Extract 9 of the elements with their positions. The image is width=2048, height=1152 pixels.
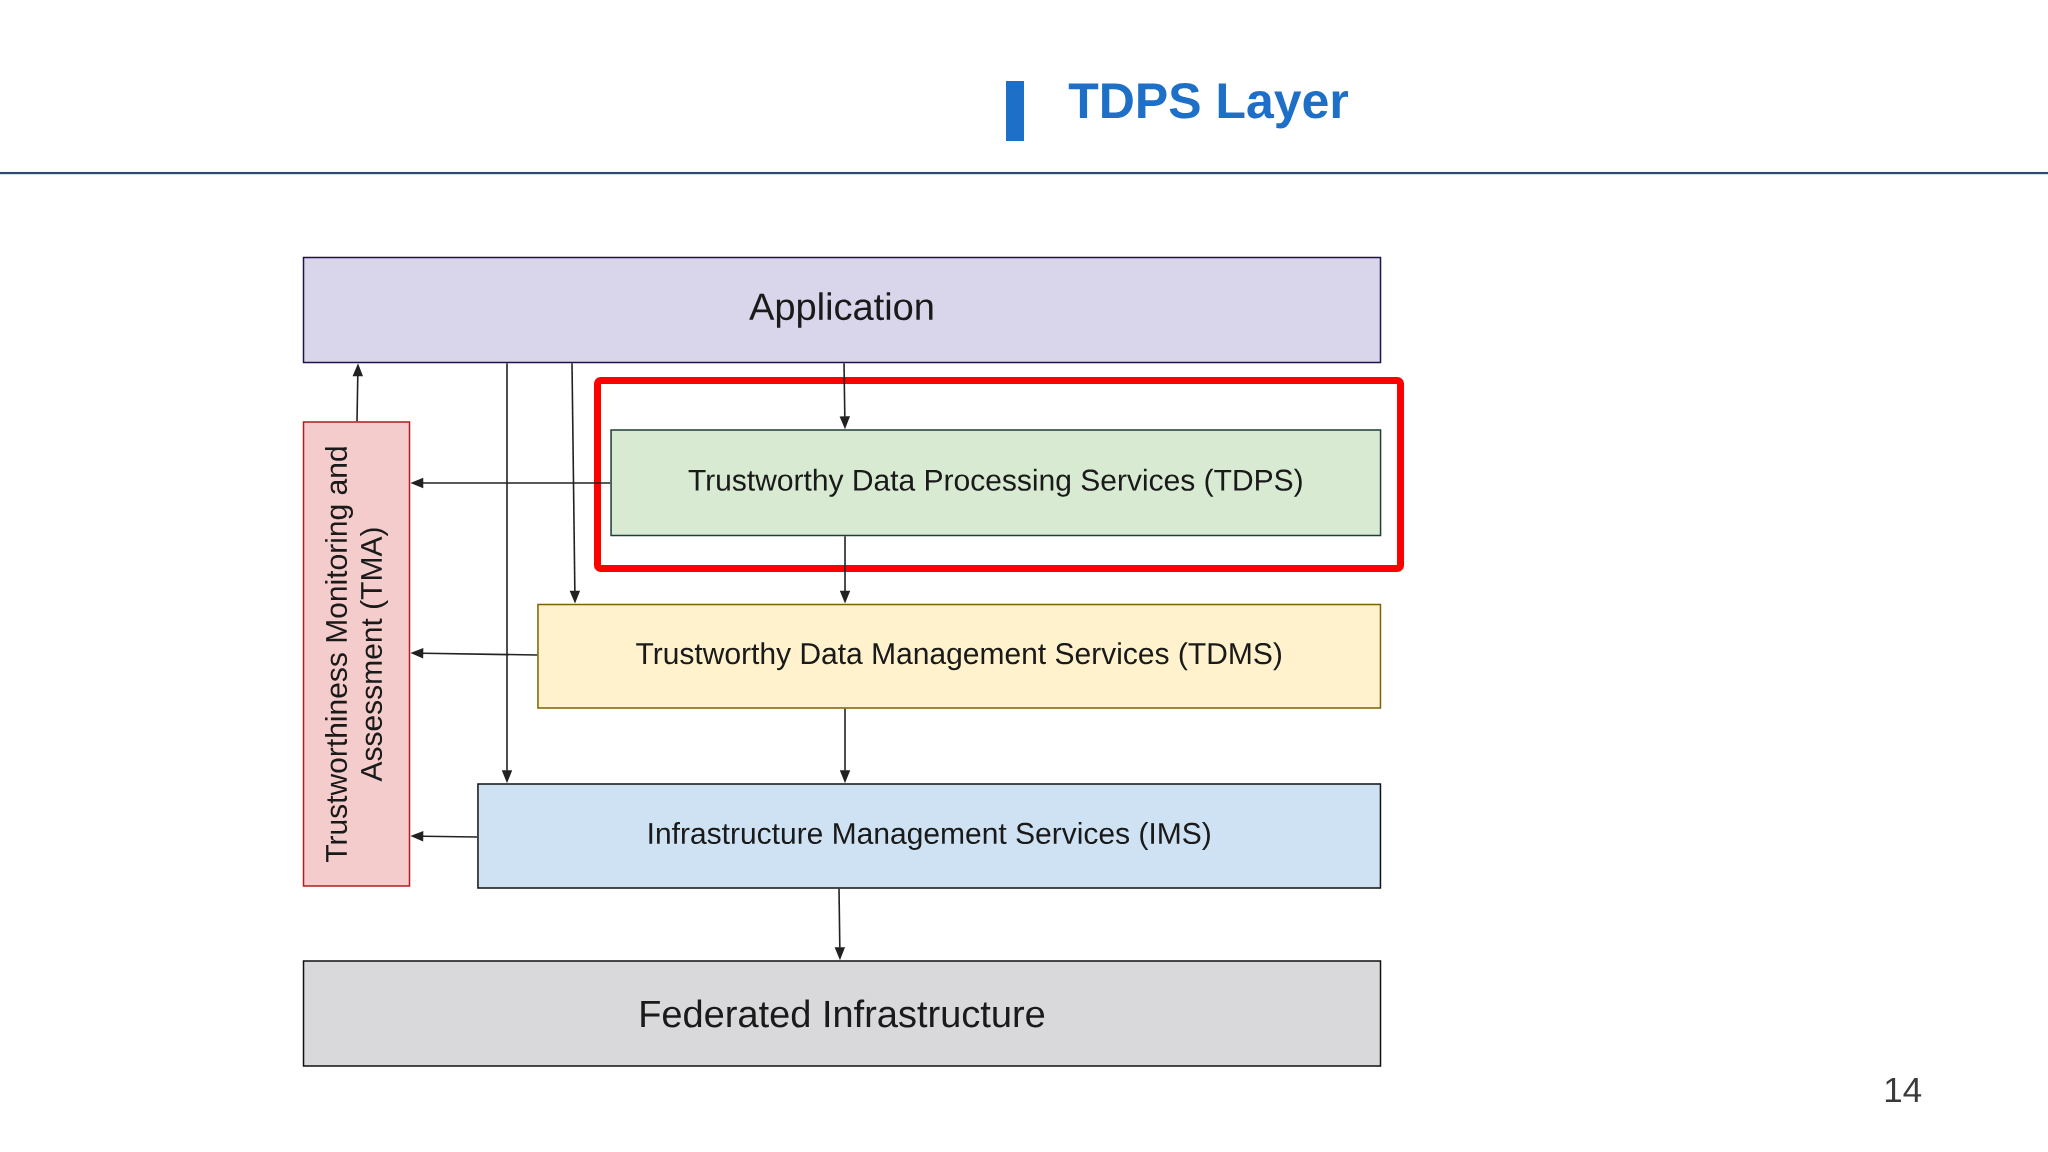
highlight-frame xyxy=(594,377,1404,572)
layer-box: Trustworthy Data Management Services (TDMS) xyxy=(537,603,1382,709)
layer-box: Application xyxy=(302,256,1382,364)
side-box: Trustworthiness Monitoring and Assessment (TMA) xyxy=(302,421,411,887)
layer-box: Federated Infrastructure xyxy=(302,960,1382,1067)
layer-box: Infrastructure Management Services (IMS) xyxy=(477,783,1382,889)
layer-box: Trustworthy Data Processing Services (TDPS) xyxy=(610,429,1382,537)
slide-title: TDPS Layer xyxy=(1068,83,1349,129)
page-number: 14 xyxy=(1885,1077,1922,1102)
